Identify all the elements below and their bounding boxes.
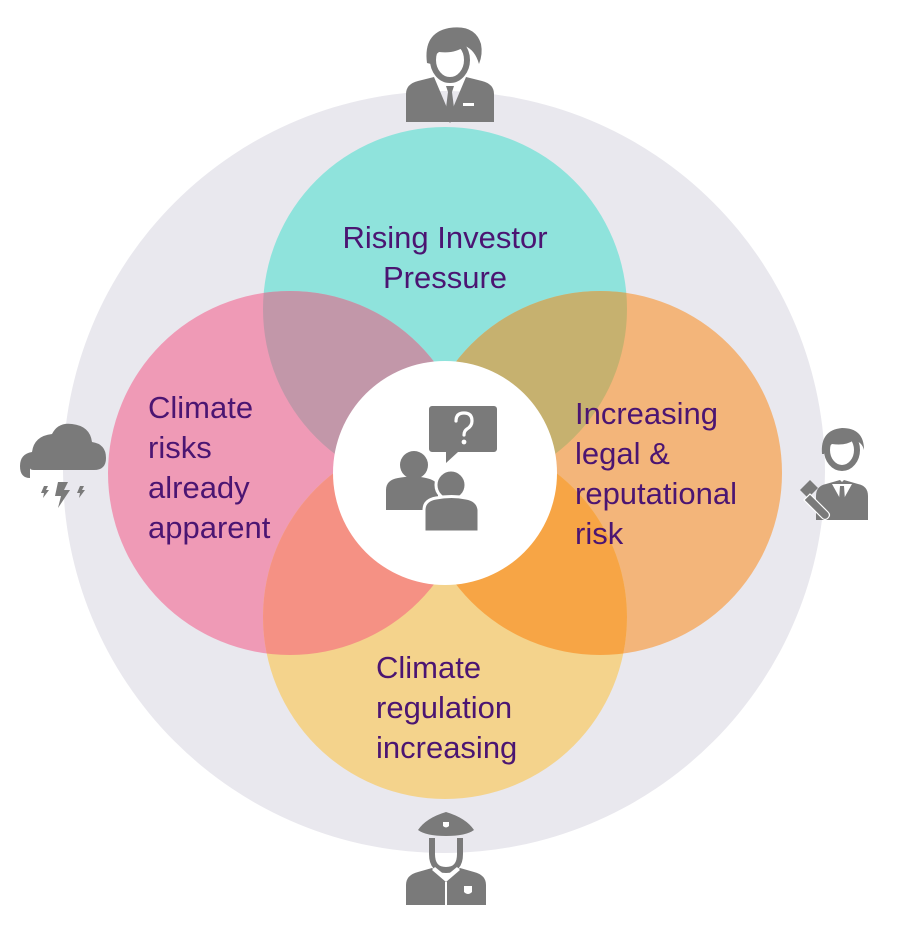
- label-legal-risk: Increasing legal & reputational risk: [575, 394, 737, 554]
- people-question-icon: [386, 406, 497, 534]
- storm-cloud-icon: [20, 423, 106, 508]
- label-line: risks: [148, 430, 212, 465]
- label-line: Pressure: [382, 260, 508, 295]
- label-line: apparent: [148, 510, 271, 545]
- label-line: Climate: [148, 390, 254, 425]
- label-line: risk: [575, 516, 624, 551]
- label-line: regulation: [376, 690, 513, 725]
- police-officer-icon: [406, 812, 486, 905]
- label-line: Increasing: [575, 396, 719, 431]
- label-line: Rising Investor: [342, 220, 548, 255]
- label-line: reputational: [575, 476, 738, 511]
- label-line: legal &: [575, 436, 670, 471]
- judge-gavel-icon: [800, 428, 868, 521]
- businessman-icon: [406, 27, 494, 123]
- label-line: increasing: [376, 730, 518, 765]
- label-climate-risks: Climate risks already apparent: [148, 388, 270, 548]
- label-line: already: [148, 470, 250, 505]
- label-line: Climate: [376, 650, 482, 685]
- label-investor-pressure: Rising Investor Pressure: [295, 218, 595, 298]
- label-climate-regulation: Climate regulation increasing: [376, 648, 517, 768]
